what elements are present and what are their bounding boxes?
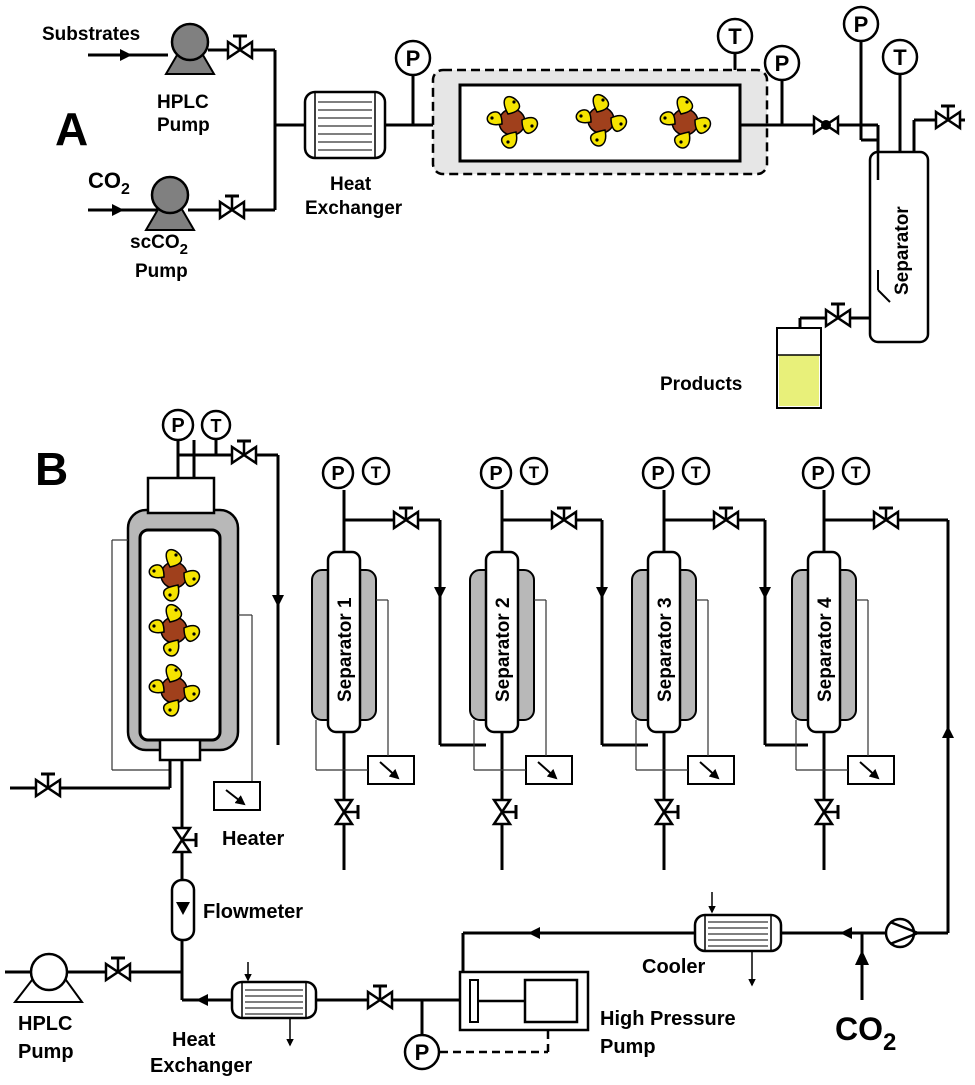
check-valve (884, 917, 922, 949)
hp-pump-outlet-valve[interactable] (366, 984, 394, 1010)
svg-text:P: P (651, 463, 664, 485)
heat-exchanger-a (303, 90, 387, 160)
heater-label: Heater (222, 828, 284, 850)
separator-1-label: Separator 1 (335, 597, 356, 702)
scco2-pump-label: scCO2 (130, 232, 188, 258)
hplc-pump-b-label-1: HPLC (18, 1013, 72, 1035)
cooler-label: Cooler (642, 956, 706, 978)
svg-text:P: P (331, 463, 344, 485)
separator-3: Separator 3 P T (631, 456, 808, 870)
high-pressure-pump (458, 970, 590, 1032)
bypass-valve[interactable] (34, 772, 62, 798)
scco2-pump-label-2: Pump (135, 261, 188, 282)
hplc-pump-b-label-2: Pump (18, 1041, 74, 1063)
svg-text:T: T (529, 463, 540, 482)
pressure-gauge-reactor (161, 408, 195, 442)
flowmeter (170, 878, 196, 942)
pressure-gauge-sep-4 (801, 456, 835, 490)
separator-4-label: Separator 4 (815, 597, 836, 702)
separator-4: Separator 4 P T (791, 456, 948, 870)
hplc-pump-a-label-1: HPLC (157, 92, 209, 113)
panel-b-letter: B (35, 443, 68, 495)
panel-a-letter: A (55, 103, 88, 155)
hplc-pump-a-label-2: Pump (157, 115, 210, 136)
packed-bed-reactor-b (126, 476, 240, 762)
heat-exchanger-b-label-2: Exchanger (150, 1055, 252, 1077)
svg-text:P: P (415, 1040, 430, 1065)
scco2-pump (144, 175, 196, 231)
svg-text:T: T (691, 463, 702, 482)
temperature-gauge-sep-4 (841, 456, 871, 486)
pressure-gauge-sep-2 (479, 456, 513, 490)
product-valve-a[interactable] (824, 302, 852, 328)
products-label: Products (660, 374, 742, 395)
separator-1-outlet-valve[interactable] (392, 506, 420, 531)
temperature-gauge-a2 (881, 38, 919, 76)
svg-text:T: T (728, 24, 742, 49)
back-pressure-valve-a[interactable] (812, 114, 840, 136)
hp-pump-label-2: Pump (600, 1036, 656, 1058)
svg-text:T: T (851, 463, 862, 482)
temperature-gauge-a (716, 17, 754, 55)
separator-3-drain-valve[interactable] (653, 798, 680, 826)
svg-text:T: T (893, 45, 907, 70)
packed-bed-reactor-a (431, 68, 769, 176)
reactor-inlet-valve[interactable] (172, 826, 198, 854)
reactor-outlet-valve[interactable] (230, 439, 258, 465)
pressure-gauge-sep-1 (321, 456, 355, 490)
flowmeter-label: Flowmeter (203, 901, 303, 923)
svg-text:P: P (854, 12, 869, 37)
separator-4-controller (847, 755, 895, 785)
separator-2-drain-valve[interactable] (491, 798, 518, 826)
svg-text:P: P (489, 463, 502, 485)
cooler (693, 913, 783, 953)
hplc-pump-b (12, 952, 84, 1003)
pressure-gauge-sep-3 (641, 456, 675, 490)
svg-text:P: P (171, 415, 184, 437)
pressure-gauge-a3 (842, 5, 880, 43)
vent-valve-a[interactable] (934, 104, 962, 130)
svg-text:T: T (371, 463, 382, 482)
separator-3-outlet-valve[interactable] (712, 506, 740, 531)
separator-2-controller (525, 755, 573, 785)
separator-2-label: Separator 2 (493, 597, 514, 702)
product-beaker (776, 327, 822, 409)
heat-exchanger-a-label-1: Heat (330, 174, 372, 195)
substrates-arrow (120, 49, 132, 61)
separator-3-controller (687, 755, 735, 785)
separator-1-controller (367, 755, 415, 785)
hplc-pump-a (164, 22, 216, 75)
separator-4-drain-valve[interactable] (813, 798, 840, 826)
heat-exchanger-b-label-1: Heat (172, 1029, 216, 1051)
svg-text:P: P (811, 463, 824, 485)
pressure-gauge-a2 (763, 44, 801, 82)
substrates-label: Substrates (42, 24, 140, 45)
separator-2: Separator 2 P T (469, 456, 648, 870)
separator-2-outlet-valve[interactable] (550, 506, 578, 531)
hplc-valve-b[interactable] (104, 956, 132, 982)
valve-a1[interactable] (226, 34, 254, 60)
separator-4-outlet-valve[interactable] (872, 506, 900, 531)
heater-controller (213, 781, 261, 811)
svg-text:T: T (211, 416, 222, 436)
svg-text:P: P (406, 46, 421, 71)
separator-1-drain-valve[interactable] (333, 798, 360, 826)
separator-a-label: Separator (892, 206, 913, 295)
heat-exchanger-b (230, 980, 318, 1020)
temperature-gauge-sep-1 (361, 456, 391, 486)
temperature-gauge-sep-3 (681, 456, 711, 486)
separator-3-label: Separator 3 (655, 597, 676, 702)
svg-text:P: P (775, 51, 790, 76)
valve-a2[interactable] (218, 194, 246, 220)
pressure-gauge-a1 (394, 39, 432, 77)
separator-1: Separator 1 P T (311, 456, 486, 870)
temperature-gauge-sep-2 (519, 456, 549, 486)
co2-b-label: CO2 (835, 1011, 896, 1056)
hp-pump-label-1: High Pressure (600, 1008, 736, 1030)
pressure-gauge-hp (403, 1033, 441, 1071)
heat-exchanger-a-label-2: Exchanger (305, 198, 403, 219)
co2-a-label: CO2 (88, 168, 130, 198)
